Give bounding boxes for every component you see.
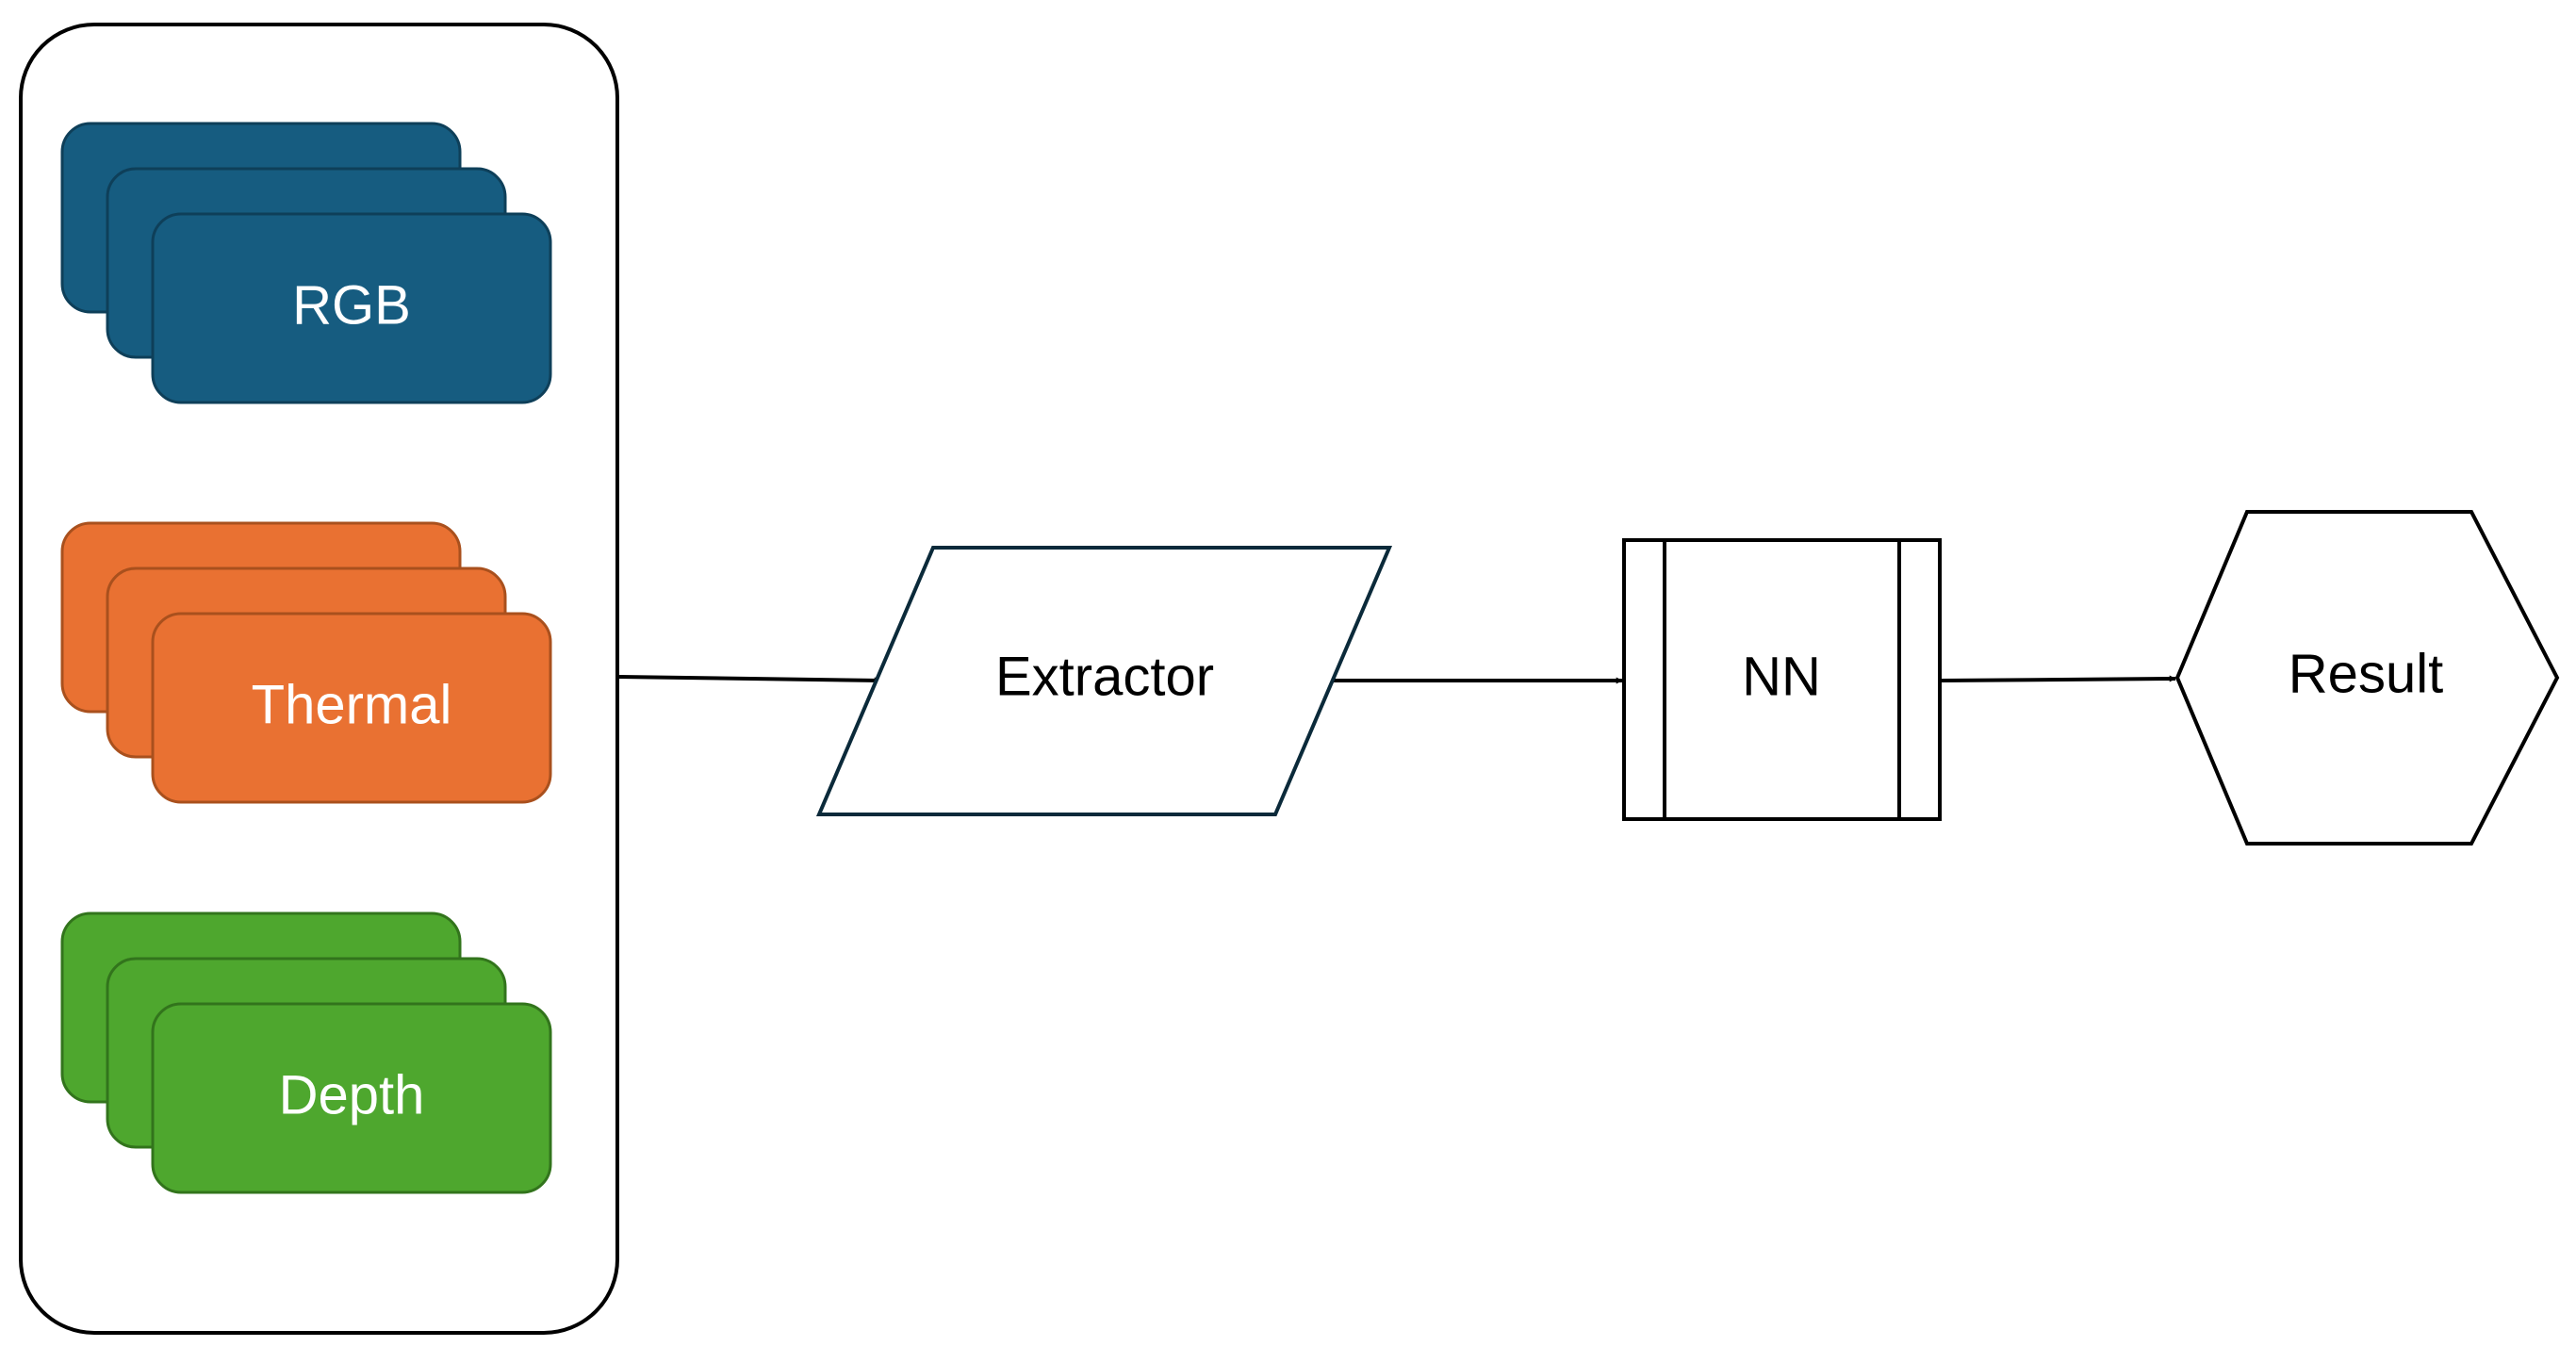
rgb-label: RGB (292, 274, 411, 336)
rgb-card-front (151, 212, 552, 404)
extractor-shape (815, 546, 1393, 816)
extractor-node: Extractor (815, 546, 1393, 816)
rgb-stack: RGB (60, 122, 552, 404)
thermal-stack: Thermal (60, 521, 552, 804)
result-shape (2174, 510, 2560, 846)
nn-shape (1622, 538, 1942, 821)
arrow-inputs-to-extractor (618, 675, 881, 684)
thermal-card-front (151, 612, 552, 804)
nn-node: NN (1622, 538, 1942, 821)
depth-card-front (151, 1002, 552, 1194)
result-node: Result (2174, 510, 2560, 846)
result-label: Result (2289, 643, 2443, 704)
arrow-nn-to-result (1940, 675, 2176, 682)
extractor-label: Extractor (995, 646, 1214, 707)
depth-label: Depth (279, 1064, 425, 1125)
depth-stack: Depth (60, 911, 552, 1194)
nn-label: NN (1742, 646, 1821, 707)
thermal-label: Thermal (252, 674, 452, 735)
